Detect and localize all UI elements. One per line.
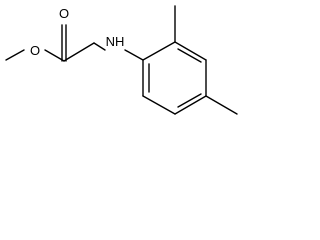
ring-bond-2 <box>174 41 207 61</box>
ring-bond-1 <box>142 41 176 61</box>
ring-inner-bond-2 <box>177 93 202 108</box>
molecule-structure: O O NH <box>5 5 238 115</box>
ring-bond-4 <box>174 95 207 115</box>
ring-bond-5 <box>142 95 176 115</box>
bond-oxygen-carbonyl <box>44 49 65 62</box>
bond-amine-ring <box>124 49 144 61</box>
bond-methylene-amine <box>93 42 106 51</box>
amine-label: NH <box>106 34 125 49</box>
ring-inner-bond-1 <box>177 48 202 63</box>
bond-para-methyl <box>205 95 238 115</box>
carbonyl-oxygen-label: O <box>59 6 69 21</box>
ester-oxygen-label: O <box>30 43 40 58</box>
bond-carbonyl-methylene <box>63 42 95 62</box>
bond-methyl-oxygen <box>5 49 25 61</box>
